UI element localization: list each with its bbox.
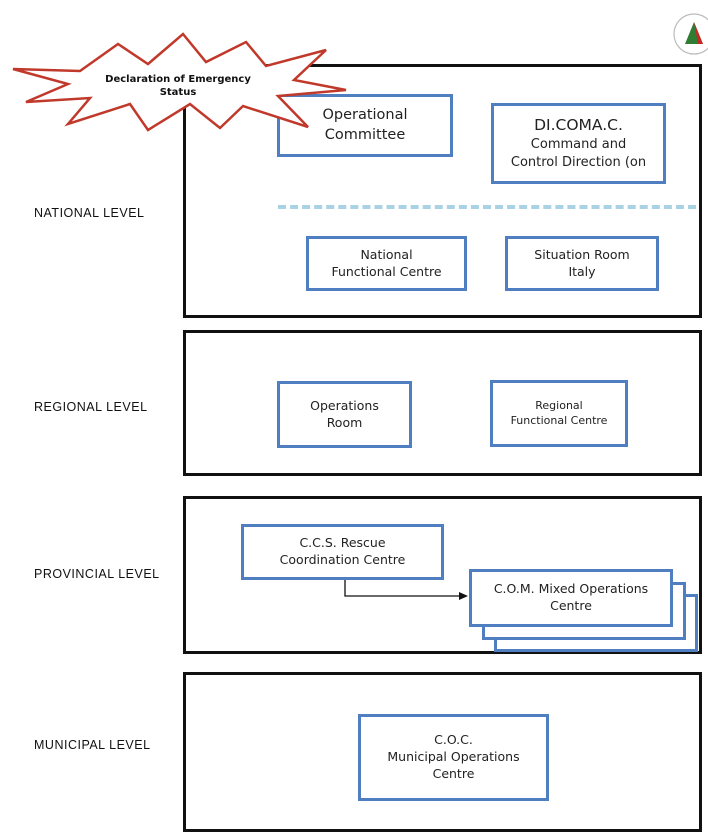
operations-room-line-1: Operations <box>310 397 379 413</box>
coc-box: C.O.C. Municipal Operations Centre <box>358 714 549 801</box>
civil-protection-logo <box>673 13 708 55</box>
coc-line-2: Municipal Operations <box>387 749 520 765</box>
operational-committee-line-1: Operational <box>322 106 408 123</box>
dicomac-line-2: Command and <box>530 137 627 153</box>
regional-functional-centre-box: Regional Functional Centre <box>490 380 628 447</box>
dicomac-title: DI.COMA.C. <box>534 116 623 135</box>
operational-committee-line-2: Committee <box>324 126 406 143</box>
operations-room-box: Operations Room <box>277 381 412 448</box>
national-functional-centre-line-1: National <box>360 246 413 262</box>
coc-line-3: Centre <box>432 765 475 781</box>
operational-committee-box: Operational Committee <box>277 94 453 157</box>
regional-functional-centre-line-2: Functional Centre <box>510 413 608 427</box>
ccs-line-2: Coordination Centre <box>279 552 406 567</box>
ccs-to-com-arrow <box>344 580 468 600</box>
dicomac-box: DI.COMA.C. Command and Control Direction… <box>491 103 666 184</box>
com-line-2: Centre <box>550 598 592 613</box>
situation-room-box: Situation Room Italy <box>505 236 659 291</box>
national-dashed-divider <box>278 205 696 209</box>
regional-level-label: REGIONAL LEVEL <box>34 400 148 414</box>
emergency-declaration-line-1: Declaration of Emergency <box>105 74 251 85</box>
emergency-declaration-burst <box>12 32 347 132</box>
national-functional-centre-box: National Functional Centre <box>306 236 467 291</box>
regional-functional-centre-line-1: Regional <box>535 398 583 412</box>
emergency-declaration-line-2: Status <box>159 87 197 98</box>
com-line-1: C.O.M. Mixed Operations <box>493 581 649 597</box>
situation-room-line-1: Situation Room <box>534 246 630 262</box>
ccs-box: C.C.S. Rescue Coordination Centre <box>241 524 444 580</box>
dicomac-line-3: Control Direction (on <box>510 154 647 170</box>
municipal-level-label: MUNICIPAL LEVEL <box>34 738 151 752</box>
operations-room-line-2: Room <box>326 414 363 430</box>
situation-room-line-2: Italy <box>568 263 596 279</box>
emergency-declaration-text: Declaration of Emergency Status <box>78 73 278 99</box>
provincial-level-label: PROVINCIAL LEVEL <box>34 567 160 581</box>
coc-line-1: C.O.C. <box>434 732 473 748</box>
ccs-line-1: C.C.S. Rescue <box>299 535 386 551</box>
national-functional-centre-line-2: Functional Centre <box>331 263 442 279</box>
national-level-label: NATIONAL LEVEL <box>34 206 145 220</box>
com-box: C.O.M. Mixed Operations Centre <box>469 569 673 627</box>
